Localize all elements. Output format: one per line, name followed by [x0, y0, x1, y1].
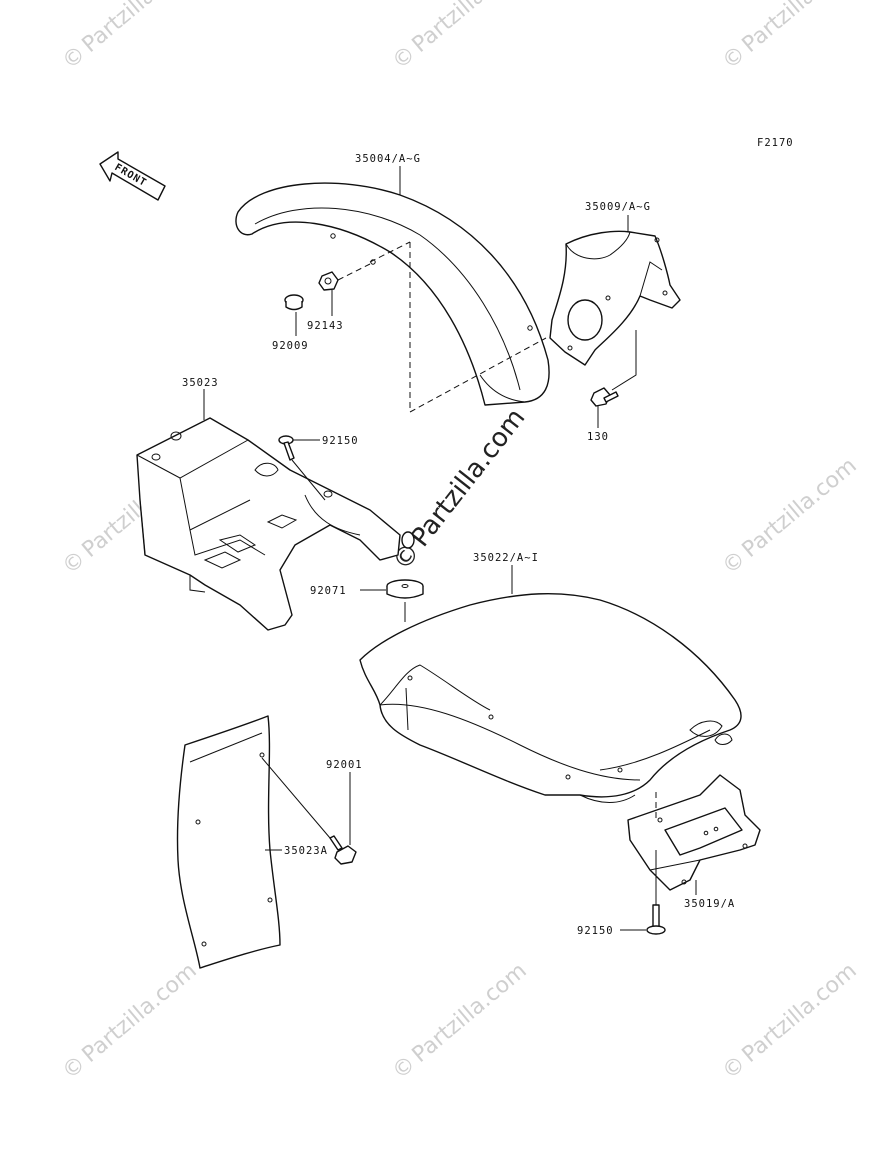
watermark-text: ©Partzilla.com [58, 958, 202, 1084]
bolt-130 [590, 387, 619, 407]
watermark-text: ©Partzilla.com [718, 453, 862, 579]
bolt-92001 [329, 835, 357, 865]
watermark-text: ©Partzilla.com [718, 958, 862, 1084]
front-arrow-icon: FRONT [99, 151, 166, 201]
nut-92143 [318, 271, 339, 291]
bolt-92150-top [278, 435, 295, 461]
label-92150-top: 92150 [322, 435, 359, 447]
damper-92071 [386, 579, 424, 599]
figure-code: F2170 [757, 137, 794, 149]
label-92009: 92009 [272, 340, 309, 352]
watermark-text: ©Partzilla.com [388, 0, 532, 75]
label-35023A: 35023A [284, 845, 328, 857]
fender-mount-bracket [136, 417, 415, 631]
grommet-92009 [284, 294, 304, 311]
label-92150-bottom: 92150 [577, 925, 614, 937]
label-35019: 35019/A [684, 898, 735, 910]
label-130: 130 [587, 431, 609, 443]
rear-fender [359, 592, 742, 803]
label-92001: 92001 [326, 759, 363, 771]
label-92071: 92071 [310, 585, 347, 597]
inner-fender-flap [176, 715, 281, 969]
watermark-text: ©Partzilla.com [388, 958, 532, 1084]
label-35023: 35023 [182, 377, 219, 389]
front-fender [235, 182, 550, 413]
license-bracket [627, 774, 761, 891]
watermark-text: ©Partzilla.com [718, 0, 862, 75]
label-35004: 35004/A~G [355, 153, 421, 165]
label-35009: 35009/A~G [585, 201, 651, 213]
center-watermark: ©Partzilla.com [387, 403, 532, 576]
bolt-92150-bottom [646, 904, 666, 935]
label-35022: 35022/A~I [473, 552, 539, 564]
label-92143: 92143 [307, 320, 344, 332]
front-fender-bracket [549, 230, 681, 366]
watermark-text: ©Partzilla.com [58, 0, 202, 75]
